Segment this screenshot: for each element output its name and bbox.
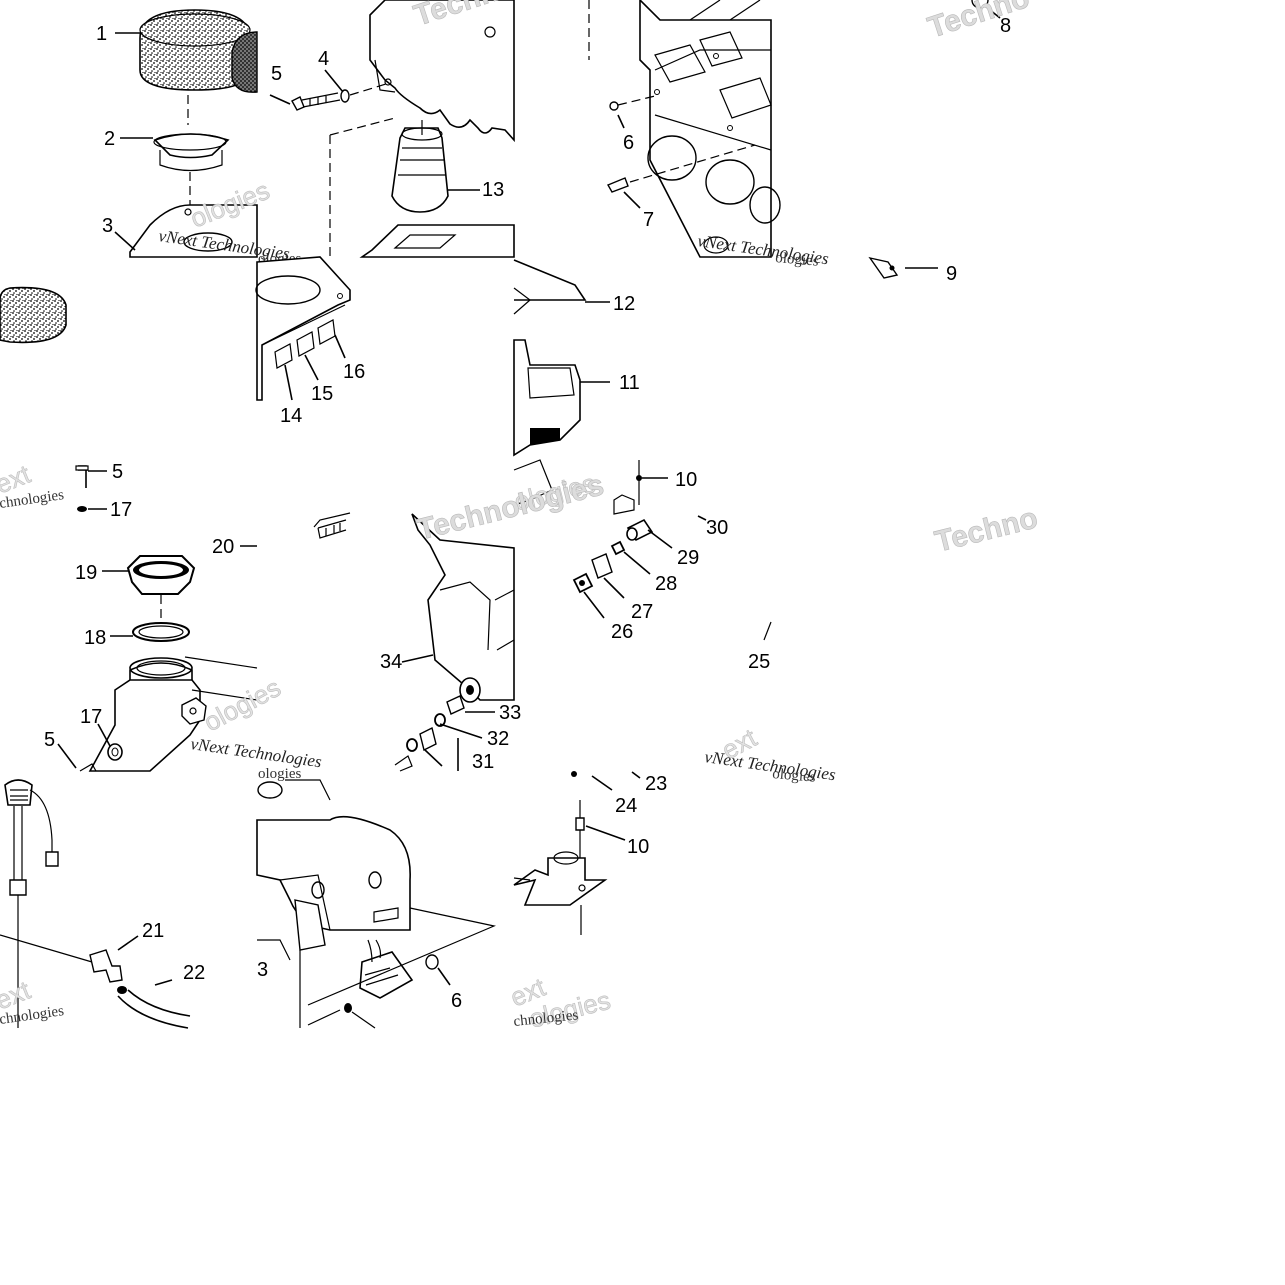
watermark-ologies-6: ologies (772, 766, 817, 786)
callout-10: 10 (675, 469, 697, 491)
watermark-chnologies-3: chnologies (513, 1007, 579, 1030)
callout-33: 33 (499, 702, 521, 724)
airbox-lower-housing (588, 0, 781, 258)
foam-filter-element-3 (0, 286, 67, 344)
watermark-ologies-7: ologies (258, 766, 301, 782)
callout-29: 29 (677, 547, 699, 569)
callout-22: 22 (183, 962, 205, 984)
airbox-upper-assembly (269, 0, 515, 258)
callout-13: 13 (482, 179, 504, 201)
bolt (291, 96, 305, 111)
air-filter-assembly (114, 9, 258, 258)
callout-17: 17 (110, 499, 132, 521)
airbox-right-parts (513, 259, 668, 515)
callout-30: 30 (706, 517, 728, 539)
oil-tank-body (317, 513, 515, 772)
callout-15: 15 (311, 383, 333, 405)
callout-5c: 5 (44, 729, 55, 751)
callout-12: 12 (613, 293, 635, 315)
watermark-technologies-2: Technologies (414, 469, 607, 547)
callout-3: 3 (102, 215, 113, 237)
airbox-lower-plate (255, 256, 351, 528)
callout-20: 20 (212, 536, 234, 558)
oil-tank-cap-assembly (57, 545, 258, 772)
callout-26: 26 (611, 621, 633, 643)
foam-filter-element-2 (231, 31, 258, 93)
oil-level-sensor (0, 779, 191, 1029)
watermark-ologies-3: ologies (775, 250, 820, 270)
callout-19: 19 (75, 562, 97, 584)
oil-tank-lower (256, 779, 496, 1029)
filter-mount-plate (129, 204, 258, 258)
callout-21: 21 (142, 920, 164, 942)
airbox-body (513, 339, 581, 457)
intake-boot (391, 127, 449, 213)
callout-5b: 5 (112, 461, 123, 483)
callout-14: 14 (280, 405, 302, 427)
callout-3b: 3 (257, 959, 268, 981)
callout-6: 6 (623, 132, 634, 154)
callout-9: 9 (946, 263, 957, 285)
callout-8: 8 (1000, 15, 1011, 37)
callout-4: 4 (318, 48, 329, 70)
callout-11: 11 (619, 372, 640, 394)
callout-7: 7 (643, 209, 654, 231)
callout-17b: 17 (80, 706, 102, 728)
filter-adapter-ring (153, 133, 230, 159)
callout-18: 18 (84, 627, 106, 649)
watermark-ne: ologies (199, 672, 286, 737)
watermark-vnext-3: vNext Technologies (189, 734, 323, 771)
oil-line-fittings (572, 515, 772, 641)
callout-25: 25 (748, 651, 770, 673)
callout-24: 24 (615, 795, 637, 817)
watermark-techno: Techno (924, 0, 1034, 45)
callout-5: 5 (271, 63, 282, 85)
callout-27: 27 (631, 601, 653, 623)
callout-34: 34 (380, 651, 402, 673)
watermark-techno-2: Techno (932, 502, 1041, 559)
callout-28: 28 (655, 573, 677, 595)
callout-32: 32 (487, 728, 509, 750)
callout-31: 31 (472, 751, 494, 773)
callout-10b: 10 (627, 836, 649, 858)
callout-16: 16 (343, 361, 365, 383)
callout-23: 23 (645, 773, 667, 795)
mount-bracket (513, 771, 641, 935)
callout-6b: 6 (451, 990, 462, 1012)
callout-2: 2 (104, 128, 115, 150)
callout-1: 1 (96, 23, 107, 45)
